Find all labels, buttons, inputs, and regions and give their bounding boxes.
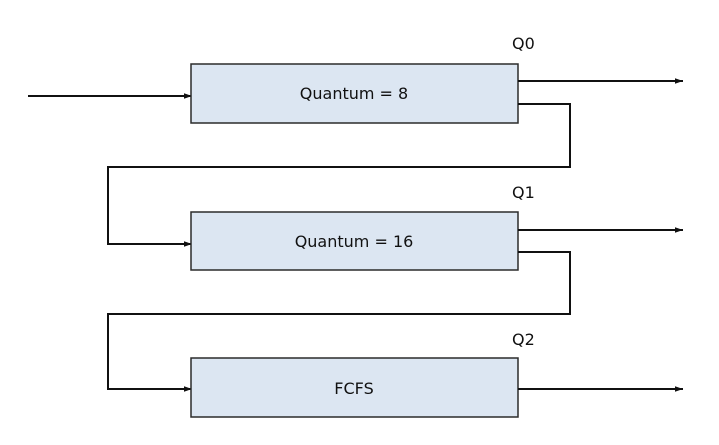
- queue-q1-box: [190, 211, 519, 271]
- queue-q0-box: [190, 63, 519, 124]
- queue-q2: FCFS Q2: [190, 330, 535, 418]
- queue-q0-tag: Q0: [512, 34, 535, 53]
- q0-to-q1-connector: [107, 103, 571, 247]
- queue-q1-label: Quantum = 16: [295, 232, 414, 251]
- queue-q1: Quantum = 16 Q1: [190, 183, 535, 271]
- queue-q2-box: [190, 357, 519, 418]
- queue-q0: Quantum = 8 Q0: [190, 34, 535, 124]
- q1-to-q2-connector: [107, 251, 571, 392]
- queue-q0-label: Quantum = 8: [300, 84, 408, 103]
- queue-q2-tag: Q2: [512, 330, 535, 349]
- queue-q1-tag: Q1: [512, 183, 535, 202]
- queue-q2-label: FCFS: [334, 379, 373, 398]
